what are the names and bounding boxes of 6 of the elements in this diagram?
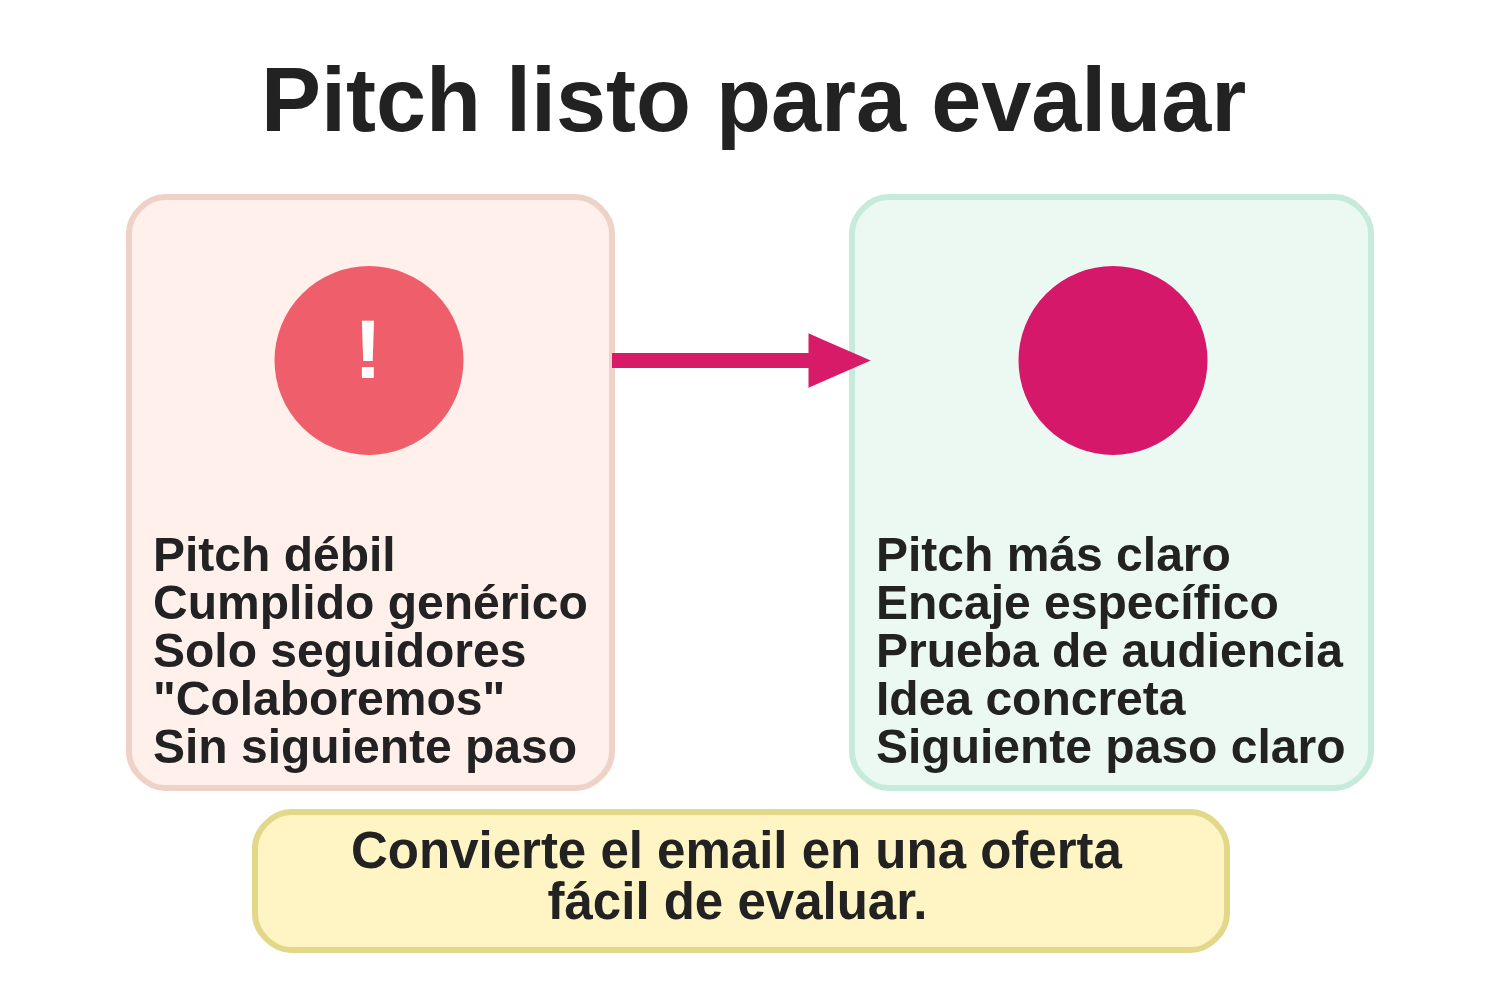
diagram-title: Pitch listo para evaluar — [261, 50, 1247, 150]
arrow — [612, 333, 871, 388]
node-circle — [1018, 266, 1208, 455]
node-circle: ! — [274, 266, 464, 455]
node-box: Convierte el email en una oferta fácil de evaluar. — [252, 809, 1230, 953]
cluster: Pitch más claro Encaje específico Prueba de audiencia Idea concreta Siguiente paso claro — [849, 194, 1374, 791]
